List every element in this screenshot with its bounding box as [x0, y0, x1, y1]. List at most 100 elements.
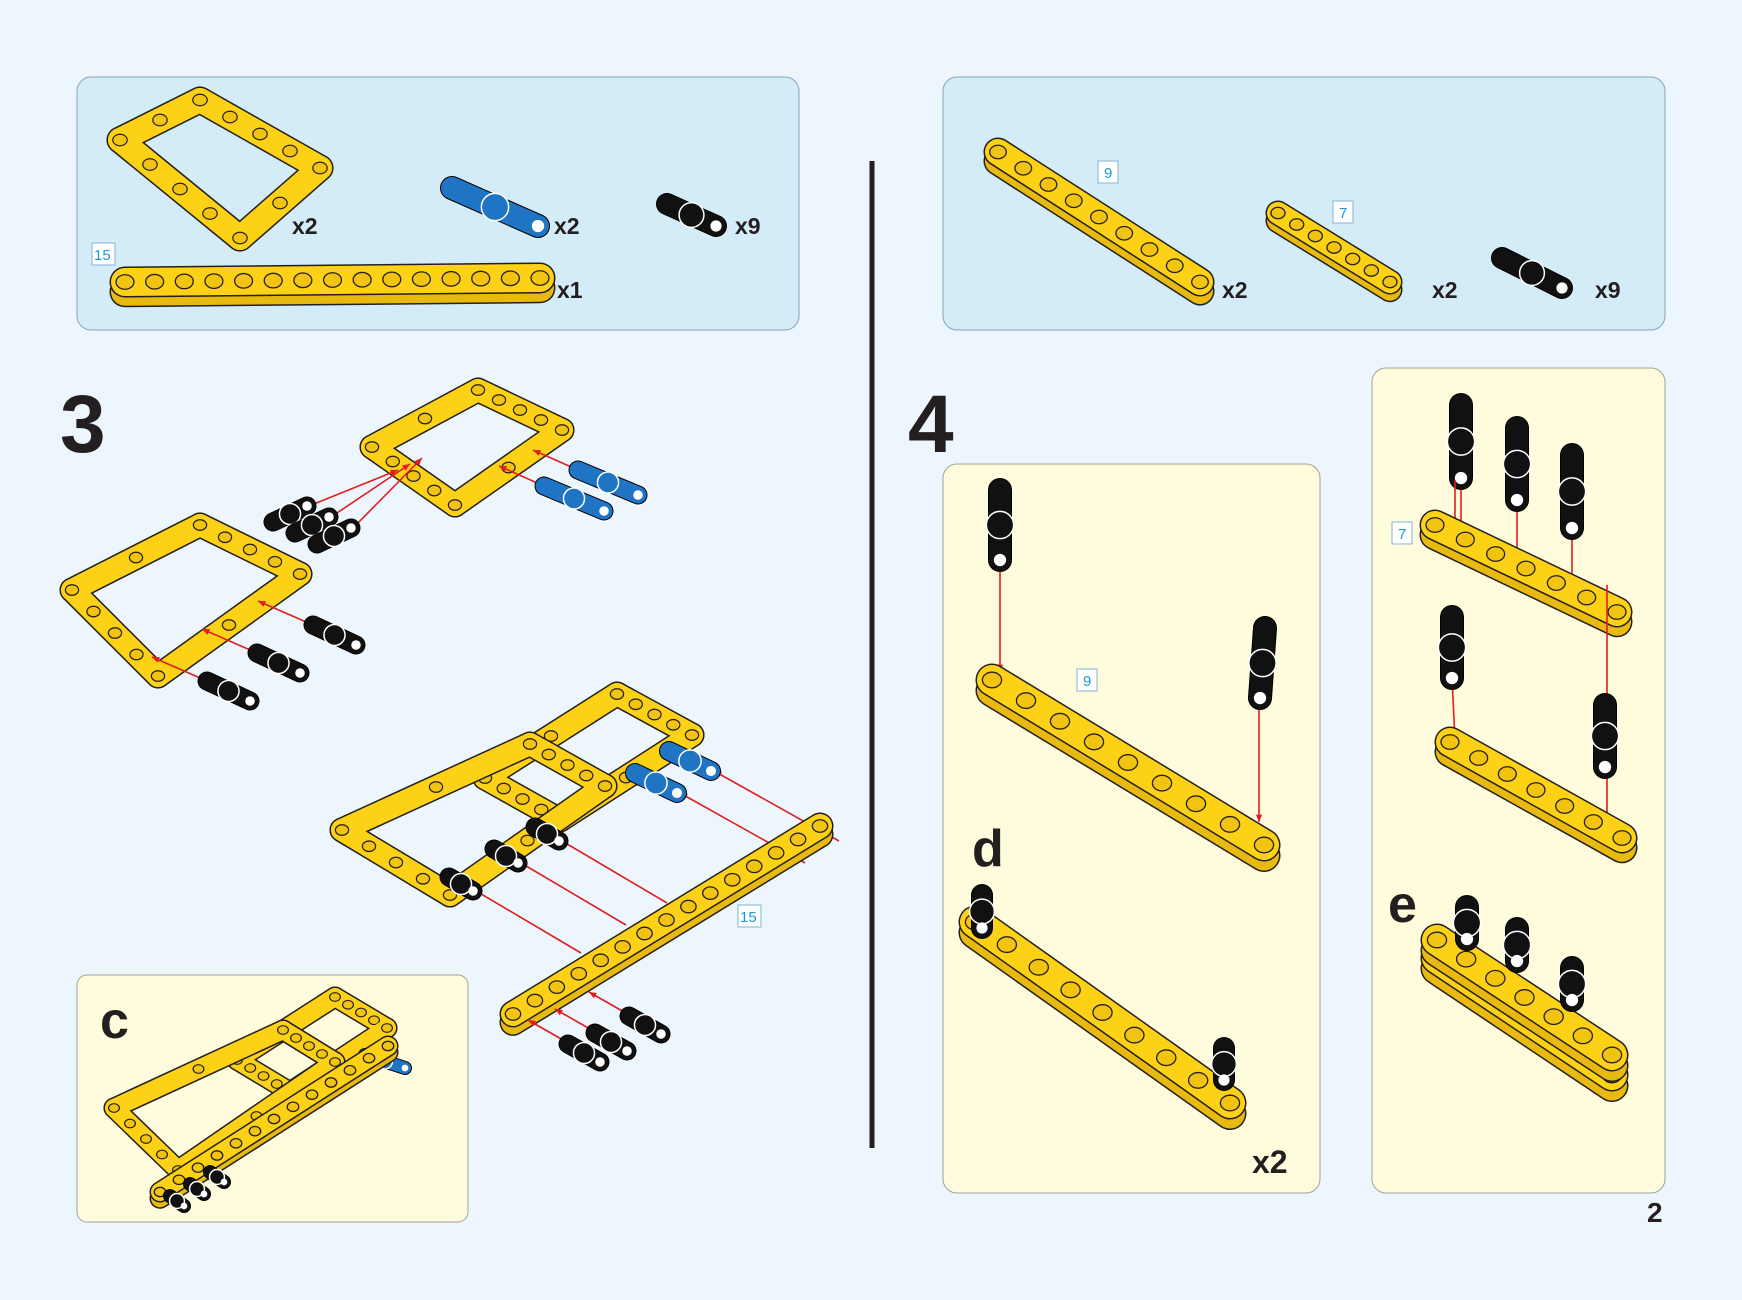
- pin-collar: [644, 771, 668, 795]
- frame-hole: [520, 834, 535, 847]
- frame-hole: [282, 144, 298, 158]
- arrow-head: [402, 464, 410, 471]
- beam-hole: [305, 1089, 319, 1100]
- beam-hole: [286, 1101, 300, 1113]
- frame-5x7: [106, 86, 334, 252]
- beam-hole: [1039, 177, 1058, 192]
- pin-collar: [449, 872, 473, 896]
- frame-hole: [388, 856, 404, 869]
- frame-hole: [316, 1049, 329, 1059]
- pin-end-hole: [401, 1064, 409, 1072]
- frame-hole: [609, 688, 625, 700]
- beam-hole: [362, 1052, 376, 1064]
- beam-hole: [1064, 193, 1083, 209]
- frame-hole: [242, 543, 258, 556]
- pin-collar: [1446, 427, 1476, 456]
- beam-hole: [1124, 1026, 1145, 1044]
- beam-hole: [989, 144, 1007, 160]
- callout-e-upper-beam: [1420, 923, 1629, 1082]
- beam-hole: [1185, 795, 1207, 813]
- beam-hole: [1219, 1094, 1241, 1112]
- beam-hole: [1253, 836, 1275, 854]
- frame-hole: [112, 133, 128, 147]
- beam-hole: [789, 832, 807, 847]
- pin-collar: [1210, 1050, 1238, 1078]
- beam-hole: [1219, 815, 1241, 833]
- blue-pin-part: [440, 176, 550, 238]
- beam-hole: [1092, 1004, 1113, 1021]
- pin-end-hole: [1565, 993, 1579, 1007]
- frame-hole: [329, 992, 342, 1002]
- beam-hole: [526, 993, 544, 1008]
- beam-hole: [1601, 1046, 1623, 1064]
- pin-end-hole: [656, 1029, 666, 1039]
- assembly-arrow: [151, 656, 208, 682]
- pin-collar: [985, 510, 1015, 540]
- pin-end-hole: [554, 836, 564, 846]
- beam-hole: [1497, 766, 1517, 782]
- beam-hole: [1165, 258, 1184, 274]
- frame-hole: [361, 840, 377, 853]
- beam-hole: [548, 980, 566, 995]
- beam-hole: [1455, 531, 1475, 548]
- frame-hole: [329, 1057, 342, 1067]
- pin-collar: [1437, 633, 1467, 662]
- beam-hole: [191, 1162, 205, 1173]
- beam-hole: [811, 819, 829, 833]
- frame-hole: [290, 1033, 303, 1043]
- frame-hole: [192, 1064, 205, 1074]
- beam-hole: [229, 1138, 243, 1149]
- arrow-line: [515, 859, 627, 926]
- callout-d-repeat: x2: [1252, 1144, 1288, 1180]
- arrow-line: [470, 887, 582, 954]
- frame-hole: [597, 780, 613, 792]
- pin-collar: [480, 192, 510, 222]
- black-pin: [1590, 693, 1620, 779]
- arrow-head: [499, 466, 507, 472]
- pin-end-hole: [302, 501, 312, 511]
- frame-hole: [64, 584, 80, 596]
- beam-hole: [658, 913, 675, 927]
- black-pin: [1446, 393, 1476, 490]
- beam-hole: [1028, 958, 1050, 976]
- arrow-head: [555, 1009, 563, 1016]
- assembly-arrow: [470, 887, 582, 954]
- pin-collar: [217, 679, 240, 703]
- assembly-arrow: [257, 600, 314, 626]
- frame-b: [59, 512, 313, 689]
- pin-collar: [599, 1030, 623, 1054]
- pin-end-hole: [633, 490, 643, 500]
- beam-hole: [614, 939, 631, 954]
- beam-hole: [1191, 274, 1209, 290]
- step4-number: 4: [908, 379, 954, 470]
- beam-hole: [1612, 830, 1632, 846]
- pin-end-hole: [705, 765, 717, 777]
- beam-hole: [1425, 517, 1445, 533]
- beam-hole: [1516, 560, 1536, 577]
- frame-hole: [666, 718, 681, 731]
- pin-end-hole: [351, 640, 361, 650]
- beam-hole: [767, 845, 785, 860]
- beam-hole: [1060, 981, 1081, 999]
- frame-hole: [252, 127, 268, 141]
- beam-hole: [1083, 733, 1105, 751]
- beam-hole: [500, 270, 520, 287]
- black-pin: [285, 507, 339, 543]
- beam-hole: [263, 272, 283, 289]
- pin-collar: [678, 201, 705, 229]
- callout-d-panel: [942, 463, 1321, 1194]
- frame-hole: [560, 759, 575, 771]
- beam-hole: [210, 1150, 224, 1161]
- beam9-length-tag: 9: [1097, 160, 1119, 184]
- frame-hole: [107, 1103, 120, 1113]
- frame-hole: [470, 384, 486, 396]
- callout-e-beam-tag: 7: [1391, 521, 1413, 545]
- blue-pin-qty: x2: [554, 213, 580, 239]
- callout-e-beam-top: [1419, 509, 1633, 638]
- pin-end-hole: [1565, 521, 1579, 535]
- pin-end-hole: [220, 1178, 228, 1186]
- beam-hole: [324, 1077, 338, 1088]
- beam-hole: [1140, 242, 1159, 257]
